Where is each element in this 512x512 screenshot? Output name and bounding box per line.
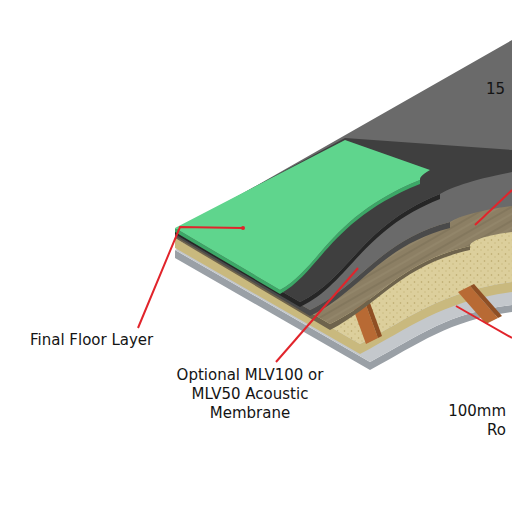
leader-line xyxy=(456,306,512,338)
leader-line xyxy=(276,268,358,362)
callout-label: Optional MLV100 or MLV50 Acoustic Membra… xyxy=(165,366,335,423)
leader-dot xyxy=(241,226,245,230)
grey-layer xyxy=(175,40,512,310)
leader-line xyxy=(475,190,512,225)
final-floor-layer xyxy=(175,140,430,290)
leader-lines xyxy=(138,190,512,362)
callout-label: 15 xyxy=(486,80,505,99)
leader-line xyxy=(138,227,243,328)
batten-side xyxy=(470,284,502,318)
callout-label: Final Floor Layer xyxy=(30,331,153,350)
dark-layer xyxy=(175,138,512,302)
callout-label: 100mm Ro xyxy=(436,402,506,440)
